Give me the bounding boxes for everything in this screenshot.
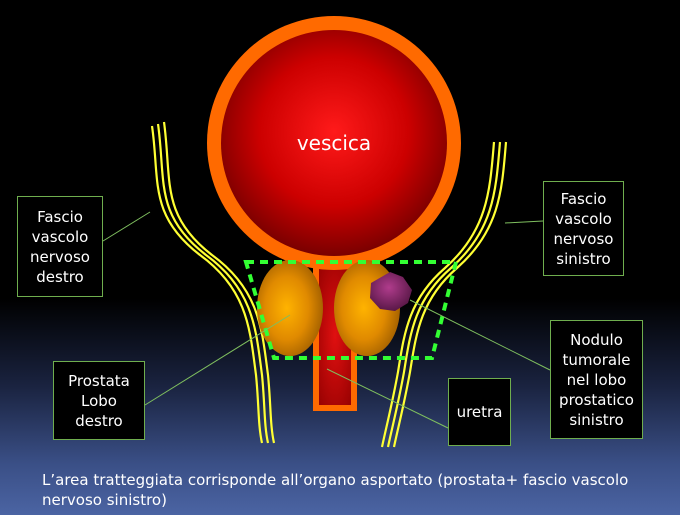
excised-area-outline bbox=[243, 260, 459, 360]
left-bundle-label-box: Fascio vascolo nervoso sinistro bbox=[543, 181, 624, 276]
right-lobe-label: Prostata Lobo destro bbox=[68, 371, 130, 430]
right-lobe-label-box: Prostata Lobo destro bbox=[53, 361, 145, 440]
right-bundle-label-box: Fascio vascolo nervoso destro bbox=[17, 196, 103, 297]
caption: L’area tratteggiata corrisponde all’orga… bbox=[42, 471, 629, 509]
bladder-core bbox=[221, 30, 447, 256]
urethra-label: uretra bbox=[456, 403, 503, 421]
nodule-label-box: Nodulo tumorale nel lobo prostatico sini… bbox=[550, 320, 643, 439]
right-bundle-label: Fascio vascolo nervoso destro bbox=[30, 207, 90, 286]
prostate-right-lobe bbox=[257, 260, 323, 356]
nodule-label: Nodulo tumorale nel lobo prostatico sini… bbox=[559, 330, 634, 429]
bladder-label-wrap: vescica bbox=[280, 126, 388, 160]
bladder-label: vescica bbox=[296, 131, 372, 155]
pointer-lines bbox=[102, 211, 551, 429]
urethra-label-box: uretra bbox=[448, 378, 511, 446]
left-bundle-label: Fascio vascolo nervoso sinistro bbox=[553, 189, 614, 268]
tumor-nodule bbox=[370, 272, 412, 311]
left-neurovascular-bundle bbox=[380, 141, 508, 448]
right-neurovascular-bundle bbox=[150, 121, 276, 444]
